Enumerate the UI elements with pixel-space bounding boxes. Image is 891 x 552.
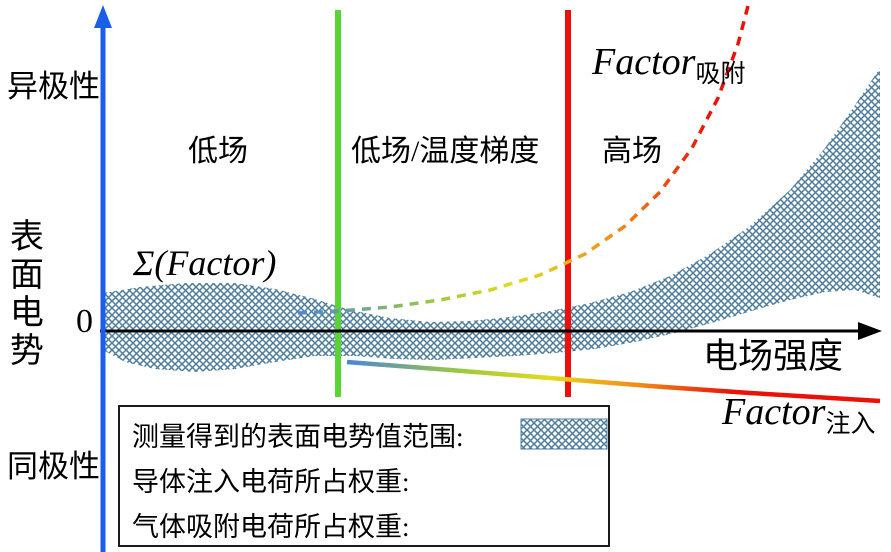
factor-injection-main: Factor [722,391,826,433]
factor-adsorption-main: Factor [592,41,696,83]
x-axis-title: 电场强度 [703,337,844,376]
legend-injection-swatch [522,476,610,482]
legend-band-swatch [520,418,608,450]
injection-line [346,359,881,404]
factor-injection-label: Factor注入 [722,391,876,439]
factor-adsorption-sub: 吸附 [695,61,746,88]
legend-row-injection: 导体注入电荷所占权重: [132,457,610,502]
origin-label: 0 [76,303,93,340]
sum-factor-label: Σ(Factor) [133,243,277,283]
legend-adsorption-swatch [522,522,608,526]
x-axis-arrow-icon [858,322,882,340]
region-high-label: 高场 [602,135,662,168]
legend-box: 测量得到的表面电势值范围: 导体注入电荷所占权重: 气体吸附电荷所占权重: [118,405,610,547]
factor-adsorption-label: Factor吸附 [592,41,746,89]
region-mid-label: 低场/温度梯度 [351,135,540,168]
y-axis-arrow-icon [94,5,112,28]
legend-row-adsorption: 气体吸附电荷所占权重: [132,502,608,547]
measured-band [103,68,880,372]
y-axis-title: 表面电势 [4,218,42,370]
legend-row-band: 测量得到的表面电势值范围: [132,412,608,457]
adsorption-curve [297,5,750,315]
legend-band-label: 测量得到的表面电势值范围: [132,422,464,452]
legend-injection-label: 导体注入电荷所占权重: [132,467,410,497]
y-top-label: 异极性 [7,69,100,104]
factor-injection-sub: 注入 [825,411,876,438]
legend-adsorption-label: 气体吸附电荷所占权重: [132,512,410,542]
region-low-label: 低场 [188,135,248,168]
y-bottom-label: 同极性 [7,449,100,484]
